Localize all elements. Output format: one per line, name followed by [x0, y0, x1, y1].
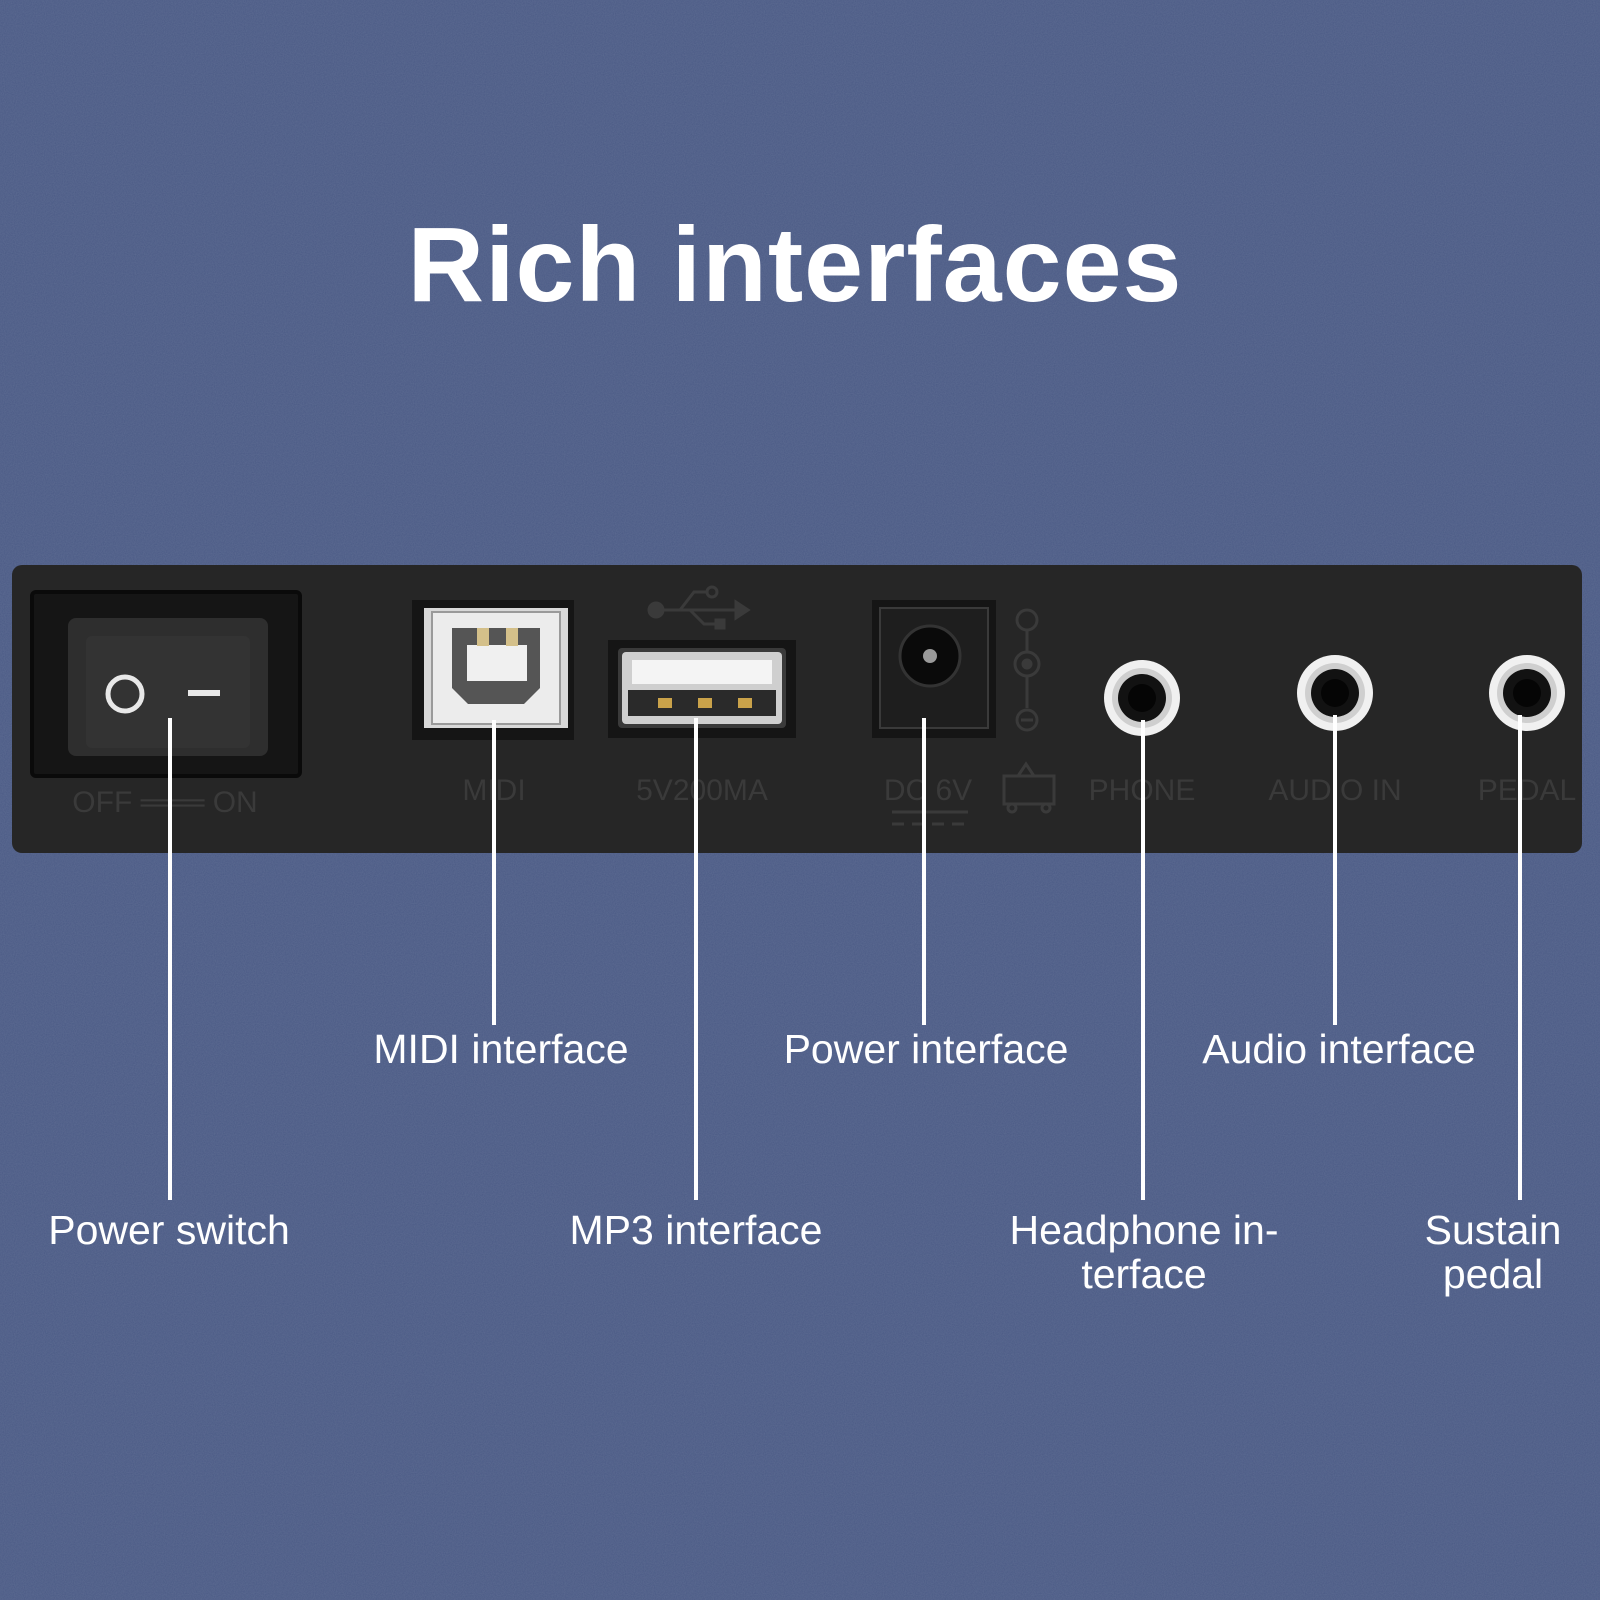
usb-icon	[647, 585, 751, 630]
dc-power-jack-icon	[872, 600, 996, 738]
callout-midi-text: MIDI interface	[373, 1026, 629, 1072]
callout-audio-text: Audio interface	[1202, 1026, 1476, 1072]
polarity-icon	[1013, 608, 1041, 732]
callout-sustain-pedal: Sustain pedal	[1425, 1208, 1562, 1296]
pedal-jack-icon	[1489, 655, 1565, 731]
callout-sustain-line-1: Sustain	[1424, 1207, 1562, 1253]
dc-symbol-icon	[892, 810, 968, 826]
headphone-jack-icon	[1104, 660, 1180, 736]
keyboard-symbol-icon	[1002, 761, 1056, 814]
panel-print-dc: DC 6V	[884, 774, 972, 807]
callout-sustain-line-2: pedal	[1442, 1251, 1544, 1297]
power-rocker-switch-icon	[30, 590, 302, 778]
page-title: Rich interfaces	[407, 206, 1183, 324]
callout-headphone-interface: Headphone in- terface	[1010, 1208, 1279, 1296]
mp3-usb-a-port-icon	[608, 640, 796, 738]
callout-mp3-interface: MP3 interface	[570, 1208, 823, 1252]
callout-mp3-text: MP3 interface	[569, 1207, 823, 1253]
audio-in-jack-icon	[1297, 655, 1373, 731]
callout-power-switch: Power switch	[48, 1208, 290, 1252]
callout-headphone-line-2: terface	[1081, 1251, 1207, 1297]
panel-print-pedal: PEDAL	[1478, 774, 1576, 807]
callout-headphone-line-1: Headphone in-	[1009, 1207, 1279, 1253]
panel-print-switch: OFF ═══ ON	[72, 786, 257, 819]
callout-audio-interface: Audio interface	[1202, 1027, 1476, 1071]
callout-power-text: Power interface	[783, 1026, 1069, 1072]
callout-power-interface: Power interface	[784, 1027, 1069, 1071]
midi-usb-b-port-icon	[412, 600, 574, 740]
panel-body	[12, 565, 1582, 853]
panel-print-usb-rating: 5V200MA	[636, 774, 768, 807]
callout-power-switch-text: Power switch	[48, 1207, 290, 1253]
callout-midi-interface: MIDI interface	[373, 1027, 628, 1071]
